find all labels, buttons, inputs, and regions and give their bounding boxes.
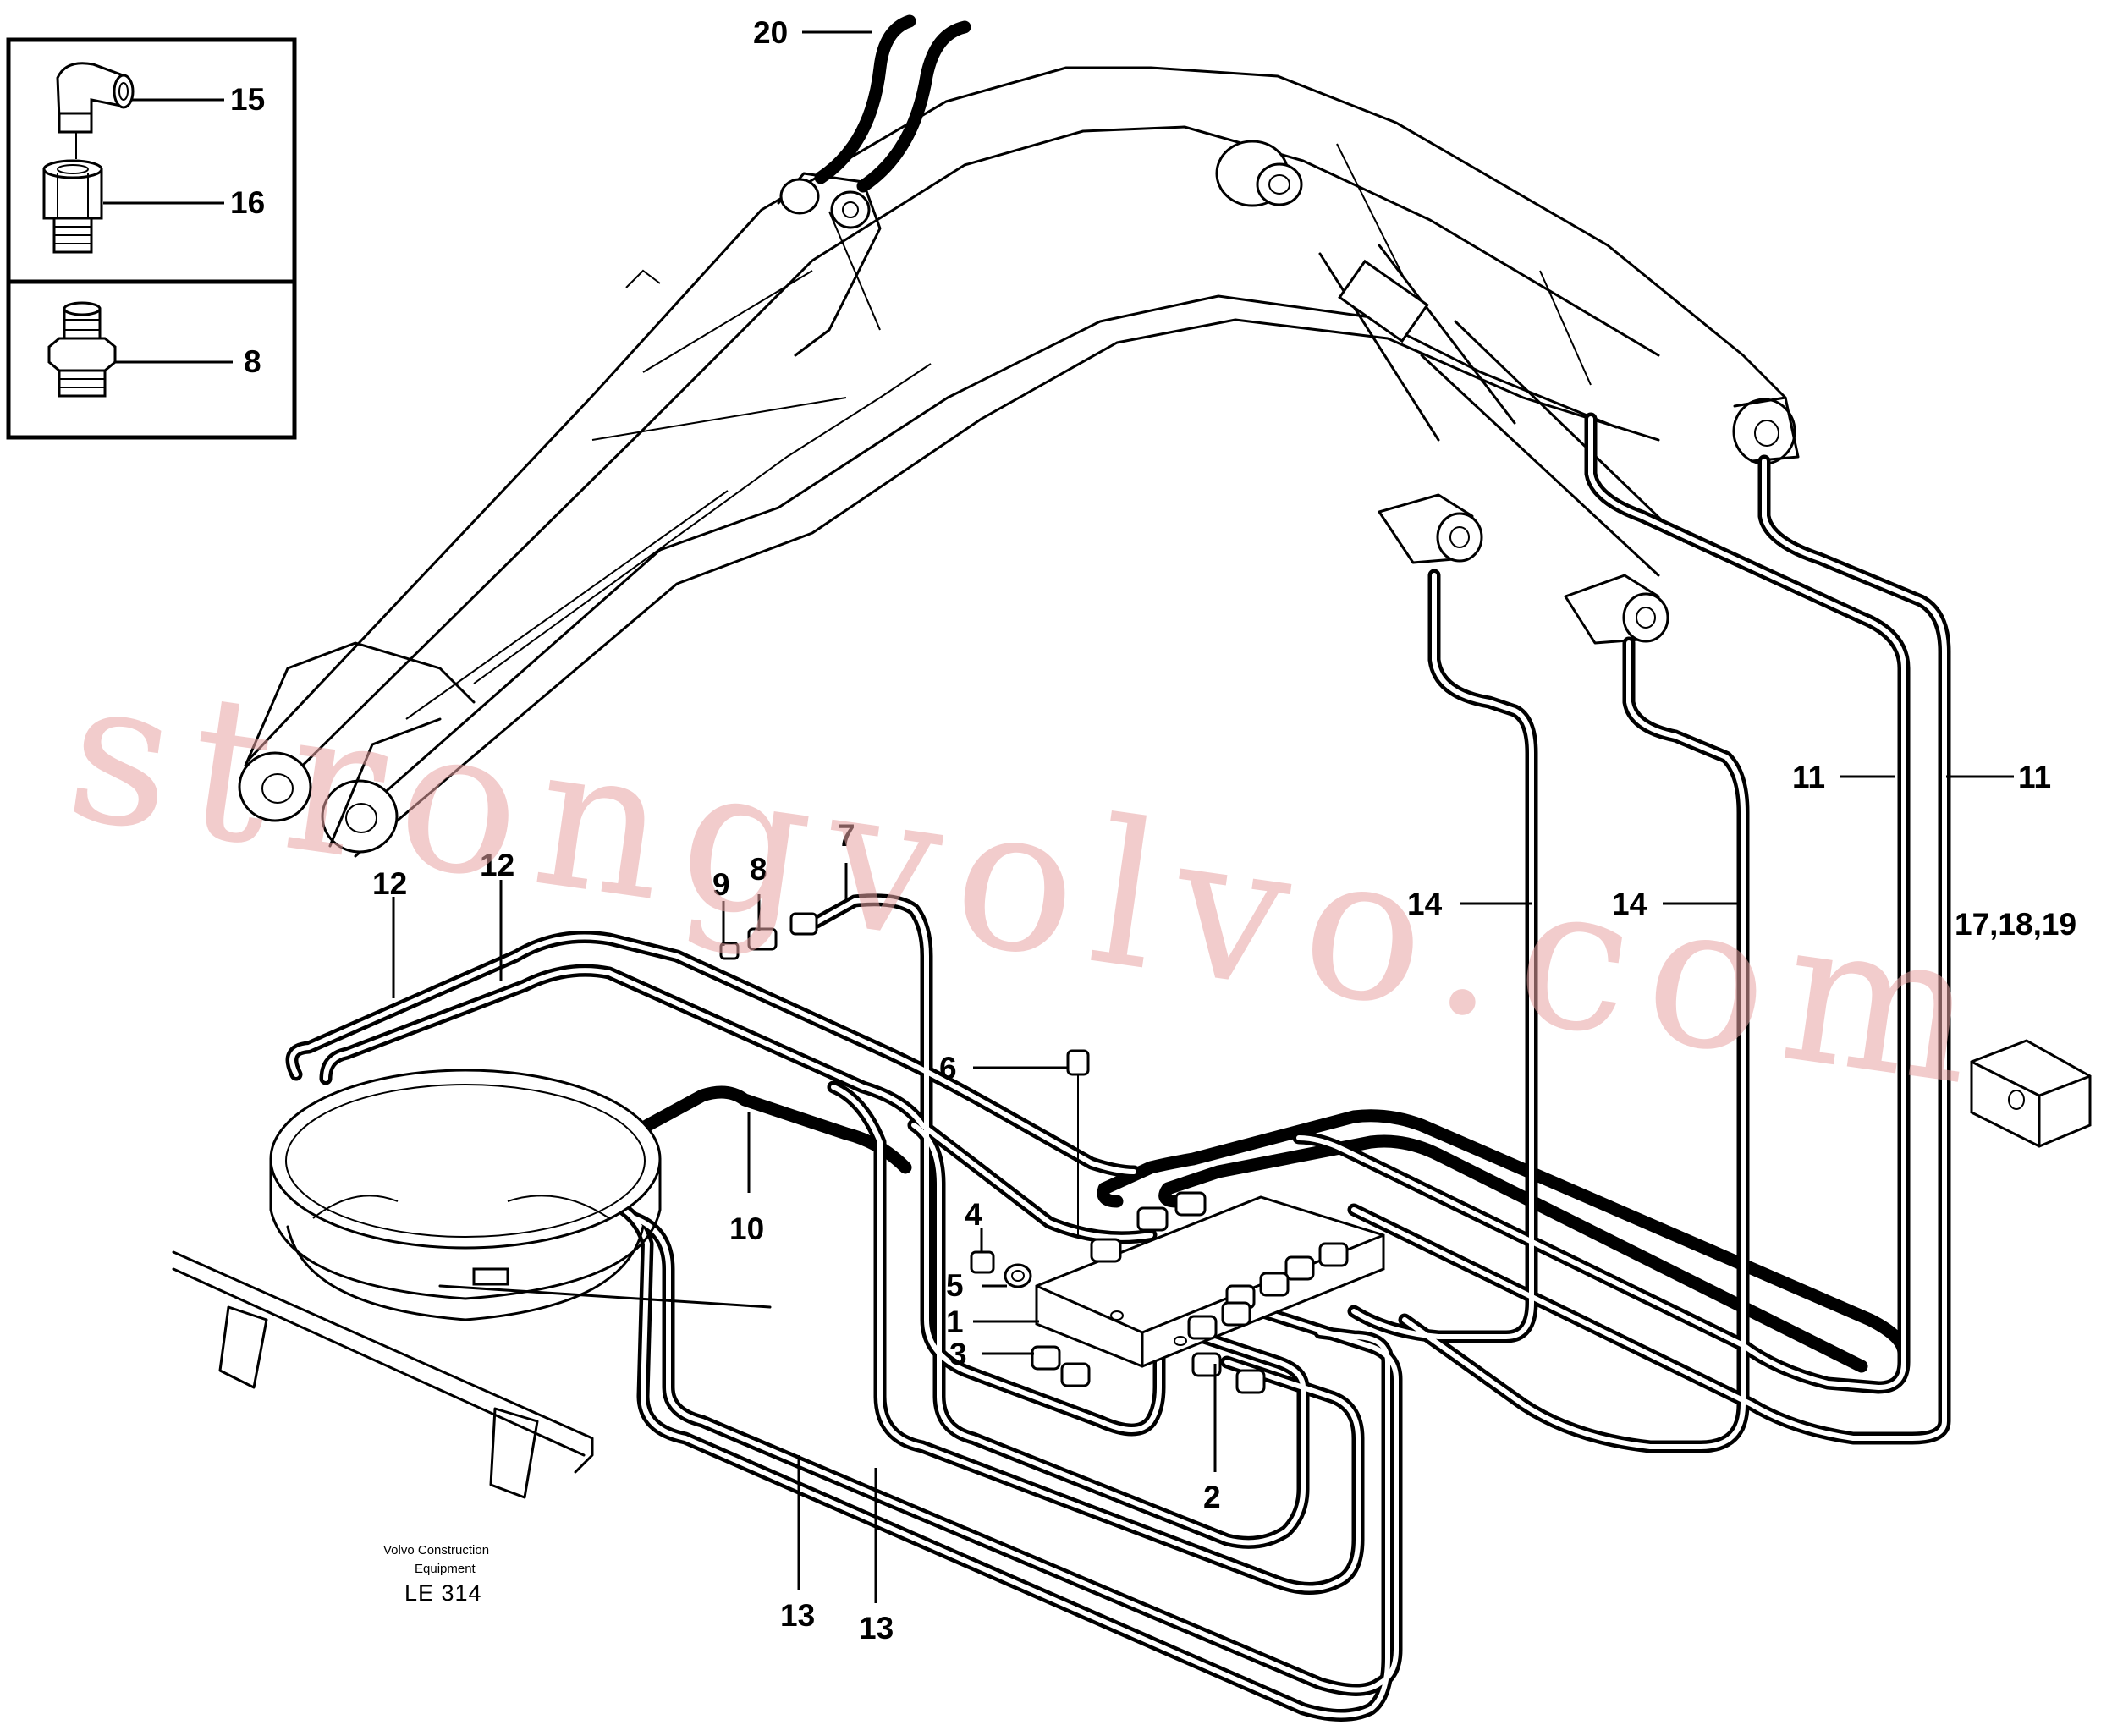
callout-4: 4 (965, 1197, 982, 1232)
maker-line-1: Volvo Construction (383, 1543, 489, 1557)
lower-frame (172, 1250, 772, 1499)
callout-8: 8 (750, 852, 767, 887)
slew-ring (269, 1069, 662, 1321)
callout-7: 7 (838, 818, 855, 853)
hydraulic-pipes-core (289, 416, 1947, 1718)
callout-labels: 15 16 8 20 11 11 14 14 17,18,19 12 12 9 … (230, 15, 2076, 1645)
callout-2: 2 (1203, 1480, 1221, 1514)
drawing-code: LE 314 (404, 1580, 482, 1606)
callout-17-18-19: 17,18,19 (1955, 907, 2076, 942)
maker-line-2: Equipment (415, 1562, 476, 1576)
drawing-footer: Volvo Construction Equipment LE 314 (383, 1543, 489, 1606)
boom-structure (238, 66, 1800, 858)
fittings (719, 912, 2092, 1394)
callout-8-inset: 8 (244, 344, 261, 379)
adapter-fitting-icon (47, 301, 117, 398)
callout-9: 9 (712, 867, 730, 902)
callout-20: 20 (753, 15, 788, 50)
callout-14-left: 14 (1407, 887, 1443, 921)
callout-13-left: 13 (780, 1598, 815, 1633)
callout-12-right: 12 (480, 848, 514, 882)
callout-6: 6 (939, 1051, 957, 1085)
elbow-fitting-icon (56, 62, 135, 134)
callout-10: 10 (729, 1211, 764, 1246)
callout-5: 5 (946, 1268, 964, 1303)
callout-11-left: 11 (1792, 760, 1825, 794)
callout-15: 15 (230, 82, 265, 117)
nut-icon (42, 159, 103, 254)
callout-13-right: 13 (859, 1611, 894, 1645)
callout-3: 3 (949, 1337, 967, 1371)
callout-14-right: 14 (1612, 887, 1647, 921)
inset-panel (6, 37, 297, 440)
callout-1: 1 (946, 1305, 964, 1339)
callout-11-right: 11 (2018, 760, 2051, 794)
leader-lines (103, 30, 2014, 1603)
callout-16: 16 (230, 185, 265, 220)
callout-12-left: 12 (372, 866, 407, 901)
